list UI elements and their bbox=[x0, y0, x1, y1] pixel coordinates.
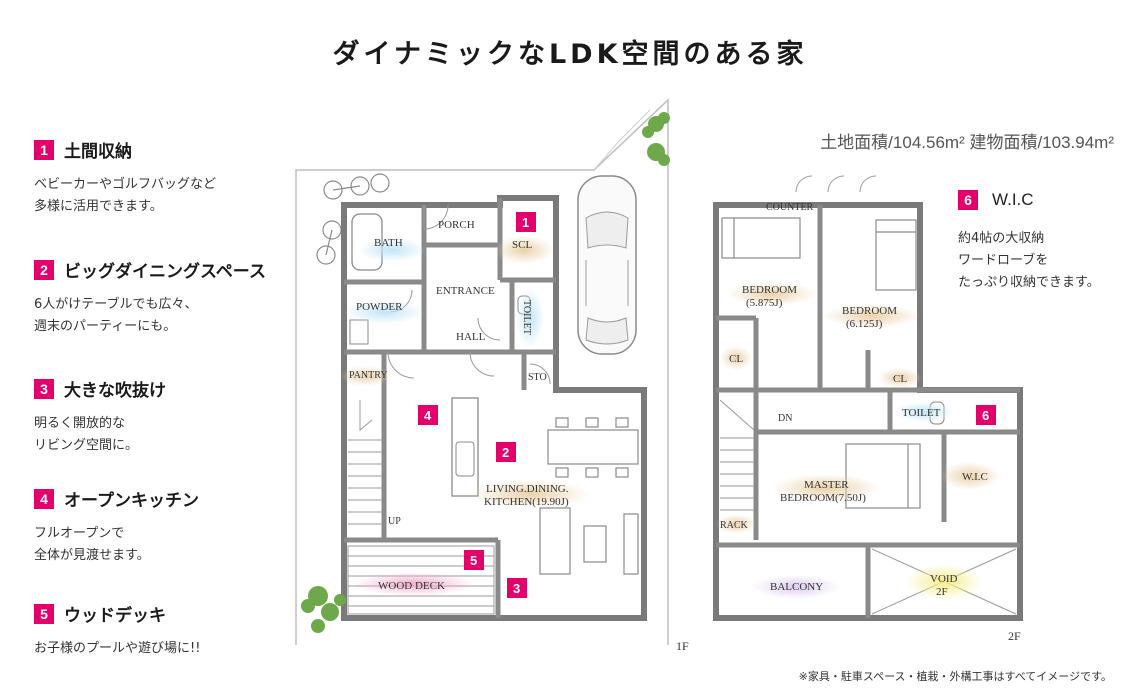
bed bbox=[721, 217, 801, 259]
window-swings-2f bbox=[795, 175, 877, 193]
room-label-dn: DN bbox=[778, 413, 792, 424]
disclaimer-note: ※家具・駐車スペース・植栽・外構工事はすべてイメージです。 bbox=[798, 670, 1112, 683]
room-label-balcony: BALCONY bbox=[770, 581, 823, 593]
svg-text:1: 1 bbox=[522, 215, 529, 230]
plan-marker-1: 1 bbox=[516, 212, 536, 232]
room-label-ldk-line1: LIVING.DINING. bbox=[486, 483, 569, 495]
feature-item-2: 2 ビッグダイニングスペース 6人がけテーブルでも広々、 週末のパーティーにも。 bbox=[34, 257, 266, 338]
svg-text:4: 4 bbox=[424, 408, 432, 423]
room-label-bedroom2-line1: BEDROOM bbox=[842, 305, 897, 317]
feature-description: 明るく開放的な リビング空間に。 bbox=[34, 416, 139, 453]
room-label-wood-deck: WOOD DECK bbox=[378, 580, 445, 592]
feature-number-badge: 6 bbox=[958, 190, 978, 210]
stairs-2f bbox=[719, 399, 755, 511]
room-label-hall: HALL bbox=[456, 331, 486, 343]
feature-description: フルオープンで 全体が見渡せます。 bbox=[34, 526, 150, 563]
room-label-bedroom1-line2: (5.875J) bbox=[746, 297, 783, 309]
feature-name: オープンキッチン bbox=[64, 491, 199, 511]
feature-number-badge: 2 bbox=[34, 259, 54, 280]
bicycle-icon bbox=[316, 173, 390, 265]
dining-table bbox=[547, 417, 639, 478]
car-icon bbox=[577, 175, 637, 355]
feature-item-6: 6 W.I.C 約4帖の大収納 ワードローブを たっぷり収納できます。 bbox=[958, 190, 1100, 294]
room-label-bedroom2-line2: (6.125J) bbox=[846, 318, 883, 330]
room-label-master-line2: BEDROOM(7.50J) bbox=[780, 492, 866, 504]
room-label-entrance: ENTRANCE bbox=[436, 285, 495, 297]
feature-item-1: 1 土間収納 ベビーカーやゴルフバッグなど 多様に活用できます。 bbox=[34, 137, 216, 218]
room-label-toilet: TOILET bbox=[902, 407, 941, 419]
garden-edge bbox=[593, 109, 651, 171]
room-label-pantry: PANTRY bbox=[349, 370, 388, 381]
svg-text:2: 2 bbox=[502, 445, 509, 460]
feature-item-3: 3 大きな吹抜け 明るく開放的な リビング空間に。 bbox=[34, 376, 166, 457]
feature-name: ウッドデッキ bbox=[64, 606, 166, 626]
room-label-scl: SCL bbox=[512, 239, 532, 251]
room-label-master-line1: MASTER bbox=[804, 479, 849, 491]
plan-marker-6: 6 bbox=[976, 405, 996, 425]
room-label-ldk-line2: KITCHEN(19.90J) bbox=[484, 496, 569, 508]
plan-marker-2: 2 bbox=[496, 442, 516, 462]
area-summary: 土地面積/104.56m² 建物面積/103.94m² bbox=[820, 133, 1114, 152]
stairs-1f bbox=[348, 400, 382, 525]
room-label-cl-2: CL bbox=[893, 373, 907, 385]
page-title: ダイナミックなLDK空間のある家 bbox=[332, 39, 808, 70]
feature-item-5: 5 ウッドデッキ お子様のプールや遊び場に!! bbox=[34, 601, 200, 660]
floor-plan-1f: BATH PORCH SCL ENTRANCE POWDER TOILET HA… bbox=[295, 98, 689, 653]
powder-sink bbox=[349, 319, 369, 345]
interior-walls-2f bbox=[716, 205, 1020, 618]
room-label-rack: RACK bbox=[720, 520, 749, 531]
svg-text:6: 6 bbox=[982, 408, 989, 423]
room-label-void: VOID bbox=[930, 573, 958, 585]
room-label-up: UP bbox=[388, 516, 401, 527]
room-label-porch: PORCH bbox=[438, 219, 475, 231]
room-label-bedroom1-line1: BEDROOM bbox=[742, 284, 797, 296]
room-label-sto: STO bbox=[528, 372, 547, 383]
sofa bbox=[539, 507, 639, 575]
feature-description: 6人がけテーブルでも広々、 週末のパーティーにも。 bbox=[34, 297, 198, 334]
floor-label-1f: 1F bbox=[676, 639, 689, 653]
plant-icon bbox=[642, 112, 670, 166]
plant-icon bbox=[301, 586, 346, 633]
room-label-wic: W.I.C bbox=[962, 471, 988, 483]
feature-description: ベビーカーやゴルフバッグなど 多様に活用できます。 bbox=[34, 177, 217, 214]
floor-label-2f: 2F bbox=[1008, 629, 1021, 643]
room-label-void-2f: 2F bbox=[936, 586, 948, 598]
feature-item-4: 4 オープンキッチン フルオープンで 全体が見渡せます。 bbox=[34, 486, 199, 567]
kitchen-sink bbox=[455, 441, 475, 477]
bed bbox=[875, 219, 917, 291]
plan-marker-3: 3 bbox=[507, 578, 527, 598]
svg-text:3: 3 bbox=[513, 581, 520, 596]
feature-description: お子様のプールや遊び場に!! bbox=[34, 641, 201, 656]
floor-plan-2f: COUNTER BEDROOM (5.875J) BEDROOM (6.125J… bbox=[713, 175, 1023, 643]
room-label-counter: COUNTER bbox=[766, 202, 814, 213]
svg-text:5: 5 bbox=[470, 553, 477, 568]
feature-name: 土間収納 bbox=[64, 142, 132, 162]
feature-number-badge: 1 bbox=[34, 139, 54, 160]
feature-name: 大きな吹抜け bbox=[64, 381, 166, 401]
feature-number-badge: 3 bbox=[34, 378, 54, 399]
feature-name: W.I.C bbox=[992, 190, 1034, 209]
feature-number-badge: 5 bbox=[34, 603, 54, 624]
kitchen-counter bbox=[451, 397, 479, 497]
feature-number-badge: 4 bbox=[34, 488, 54, 509]
room-label-powder: POWDER bbox=[356, 301, 403, 313]
room-label-toilet: TOILET bbox=[521, 300, 532, 335]
room-label-bath: BATH bbox=[374, 237, 403, 249]
feature-name: ビッグダイニングスペース bbox=[64, 262, 266, 282]
plan-marker-4: 4 bbox=[418, 405, 438, 425]
feature-description: 約4帖の大収納 ワードローブを たっぷり収納できます。 bbox=[958, 231, 1100, 290]
plan-marker-5: 5 bbox=[464, 550, 484, 570]
room-label-cl-1: CL bbox=[729, 353, 743, 365]
